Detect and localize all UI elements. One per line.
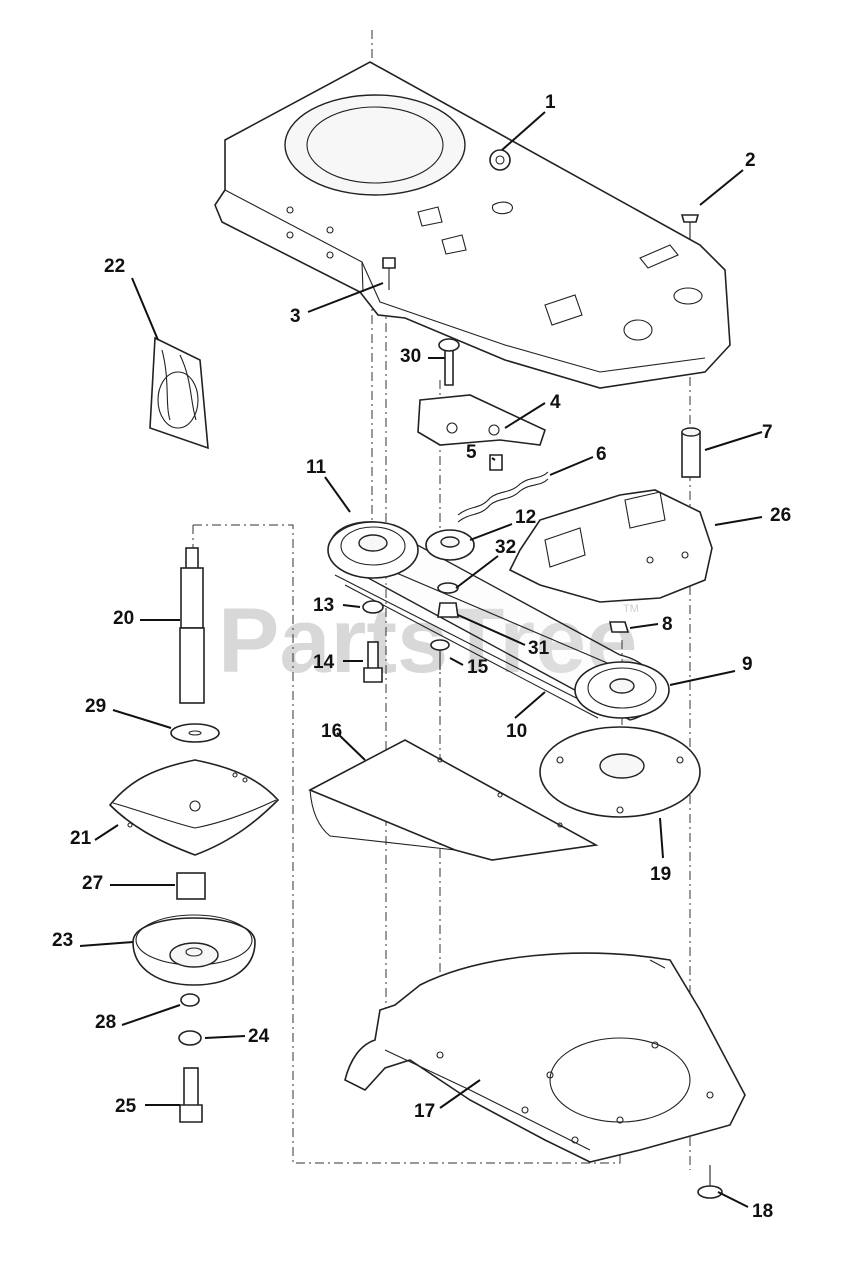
center-fasteners [362,600,450,683]
callout-32: 32 [495,537,516,558]
housing-cover [214,61,731,389]
callout-23: 23 [52,930,73,951]
spindle-shaft [170,547,220,743]
callout-7: 7 [762,422,773,443]
hardware-bag [149,336,209,450]
callout-labels: 1 2 3 4 5 6 7 8 9 10 11 12 13 14 15 16 1… [52,92,791,1222]
callout-15: 15 [467,657,489,678]
callout-24: 24 [248,1026,270,1047]
callout-27: 27 [82,873,103,894]
callout-19: 19 [650,864,671,885]
lower-fasteners [178,993,203,1123]
driven-pulley [574,661,670,719]
callout-22: 22 [104,256,125,277]
callout-1: 1 [545,92,556,113]
callout-20: 20 [113,608,134,629]
fasteners-top [382,214,700,290]
nut-8 [609,621,630,633]
idler-pulley [425,529,475,618]
callout-21: 21 [70,828,92,849]
callout-25: 25 [115,1096,137,1117]
callout-29: 29 [85,696,106,717]
drive-pulley [327,521,419,579]
idler-bracket [417,338,549,523]
watermark: PartsTree TM [218,590,639,692]
callout-11: 11 [306,457,327,478]
belt-shield-plate [508,489,713,603]
screw-18 [697,1165,723,1199]
callout-9: 9 [742,654,753,675]
callout-6: 6 [596,444,607,465]
hex-spacer [176,872,206,900]
spacer [681,427,701,478]
deflector-shield [308,739,599,861]
callout-14: 14 [313,652,335,673]
watermark-text: PartsTree [218,590,637,692]
callout-12: 12 [515,507,536,528]
callout-2: 2 [745,150,756,171]
callout-17: 17 [414,1101,435,1122]
callout-31: 31 [528,638,550,659]
leader-lines [79,111,763,1208]
bearing-plate [539,726,701,818]
blade-hub [108,759,280,856]
lower-housing [344,952,746,1163]
callout-8: 8 [662,614,673,635]
callout-3: 3 [290,306,301,327]
callout-28: 28 [95,1012,116,1033]
watermark-tm: TM [623,603,639,615]
callout-4: 4 [550,392,561,413]
callout-5: 5 [466,442,477,463]
callout-30: 30 [400,346,421,367]
callout-10: 10 [506,721,527,742]
cup-pulley [132,914,256,986]
callout-16: 16 [321,721,342,742]
callout-26: 26 [770,505,791,526]
callout-18: 18 [752,1201,773,1222]
callout-13: 13 [313,595,334,616]
